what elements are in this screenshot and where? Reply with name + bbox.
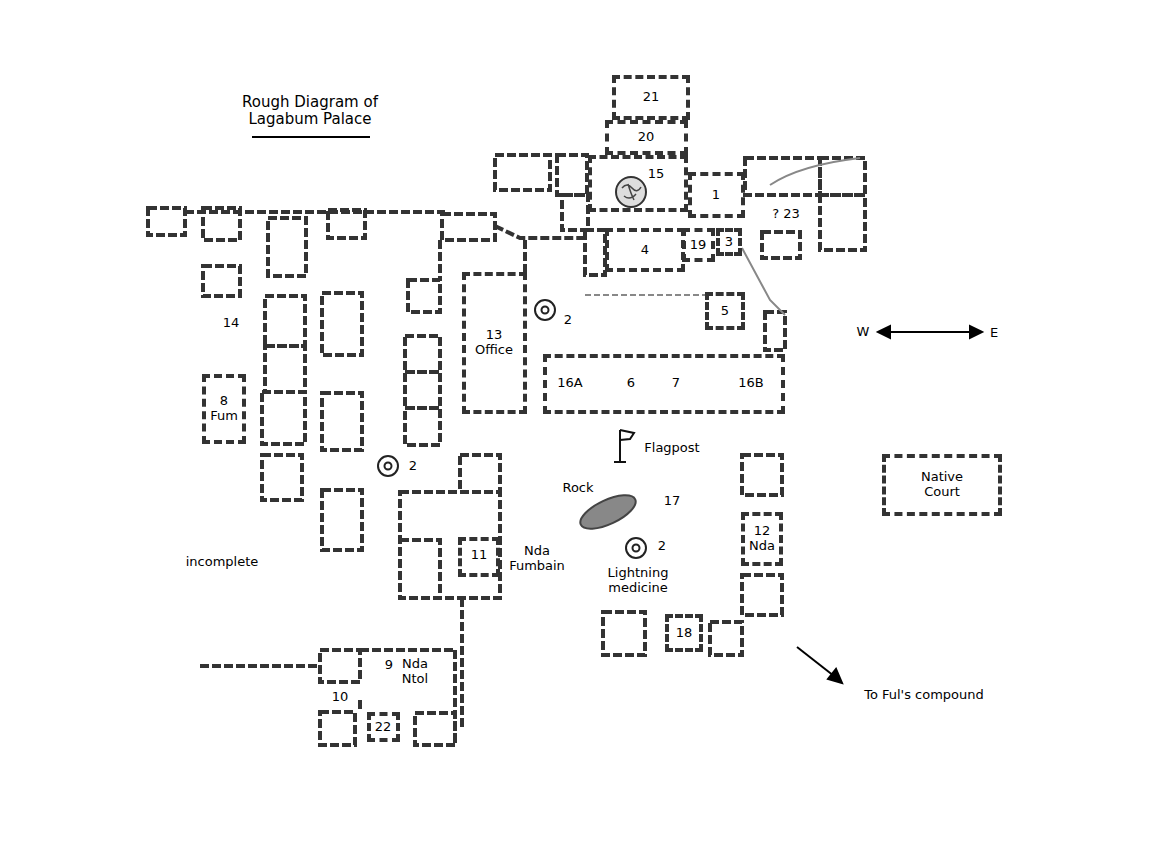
- hut-compound: 12Nda: [741, 512, 783, 566]
- hut-compound: 22: [367, 712, 400, 742]
- compound-number: Native Court: [909, 470, 975, 500]
- feature-label: Lightning medicine: [595, 566, 681, 596]
- hut-compound: 20: [605, 120, 688, 155]
- feature-label: Rock: [561, 481, 594, 496]
- compound-number: 15: [647, 166, 666, 181]
- compound-number: 12: [753, 524, 772, 539]
- feature-label: Flagpost: [643, 441, 700, 456]
- area-number: 14: [222, 316, 241, 331]
- note: incomplete: [185, 555, 260, 570]
- pointer-arrow: [797, 647, 842, 683]
- compound-name: Office: [474, 343, 514, 358]
- rock: [576, 488, 641, 535]
- compound-name: 6: [626, 376, 636, 391]
- compound-name: 7: [671, 376, 681, 391]
- compound-name: Nda Fumbain: [506, 544, 568, 574]
- direction-note: To Ful's compound: [863, 688, 985, 703]
- compound-number: 20: [637, 130, 656, 145]
- compound-name: Nda: [748, 539, 776, 554]
- compound-number: 5: [720, 304, 730, 319]
- compound-number: 19: [689, 238, 708, 253]
- medicine-markers: [378, 300, 646, 558]
- compass-label: W: [856, 325, 871, 340]
- marker-number: 2: [657, 539, 667, 554]
- hut-compound: 1: [688, 172, 745, 218]
- compound-number: 11: [470, 548, 489, 563]
- area-number: 9: [384, 658, 394, 673]
- hut-compound: 4: [605, 228, 685, 272]
- compound-number: 18: [675, 626, 694, 641]
- title-underline: [252, 136, 370, 138]
- marker-number: 2: [408, 459, 418, 474]
- compound-number: 22: [374, 720, 393, 735]
- long-building: 16A 6 7 16B: [543, 354, 785, 414]
- hut-compound: 3: [716, 228, 742, 256]
- house-name: Nda Ntol: [394, 657, 436, 687]
- hut-compound: 15: [588, 155, 688, 212]
- compound-walls: [148, 155, 865, 745]
- tree: [616, 177, 646, 207]
- hut-compound: 13Office: [462, 272, 527, 414]
- marker-number: 2: [563, 313, 573, 328]
- compound-number: 1: [711, 188, 721, 203]
- hut-compound: 5: [705, 292, 745, 330]
- compound-number: 21: [642, 90, 661, 105]
- compound-number: 3: [724, 235, 734, 250]
- court-building: Native Court: [882, 454, 1002, 516]
- compound-name: Fum: [209, 409, 239, 424]
- area-number: 10: [331, 690, 350, 705]
- hut-compound: 21: [612, 75, 690, 120]
- hut-compound: 19: [682, 228, 715, 262]
- hut-compound: 18: [665, 614, 703, 652]
- compass-label: E: [989, 326, 999, 341]
- area-number: ? 23: [771, 207, 801, 222]
- compound-number: 4: [640, 243, 650, 258]
- hut-compound: 11Nda Fumbain: [458, 537, 500, 577]
- compound-number: 16A: [556, 376, 583, 391]
- hut-compound: 8Fum: [202, 374, 246, 444]
- area-number: 17: [663, 494, 682, 509]
- map-title: Rough Diagram of Lagabum Palace: [229, 94, 391, 129]
- compound-number: 8: [219, 394, 229, 409]
- direction-arrow: [878, 326, 982, 338]
- flagpost-icon: [614, 430, 634, 462]
- compound-number: 13: [485, 328, 504, 343]
- compound-name: 16B: [737, 376, 764, 391]
